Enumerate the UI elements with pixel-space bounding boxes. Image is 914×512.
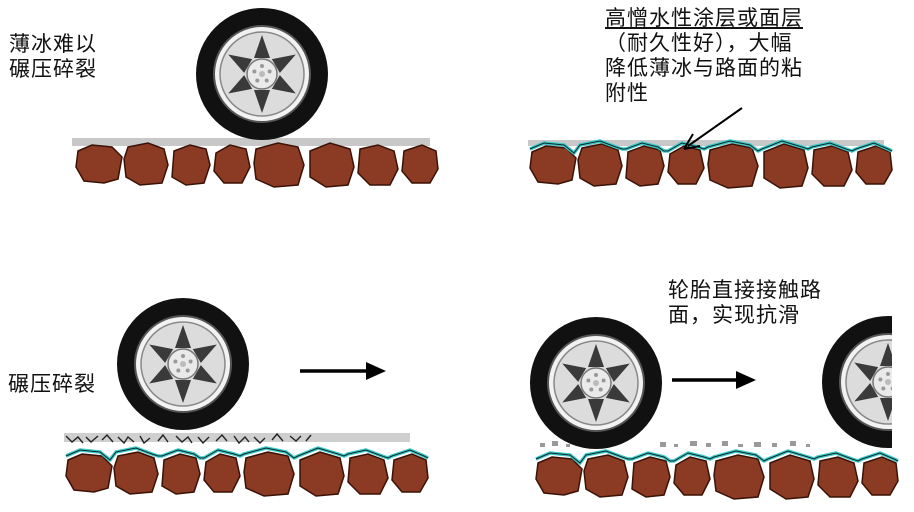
pointer-arrow-icon: [683, 107, 743, 150]
crushed-ice-layer: [64, 433, 410, 442]
panel-top-left: [72, 7, 439, 188]
panel-top-right: [528, 107, 894, 189]
label-coating-description: （耐久性好），大幅 降低薄冰与路面的粘 附性: [605, 31, 803, 105]
label-tire-contact-antiskid: 轮胎直接接触路 面，实现抗滑: [668, 278, 822, 327]
wheel-icon: [529, 316, 663, 450]
ice-crack-marks: [65, 432, 312, 445]
panel-bottom-right: [529, 315, 900, 500]
panel-bottom-left: [64, 297, 430, 497]
thin-ice-layer: [528, 140, 884, 146]
wheel-icon: [116, 297, 250, 431]
pavement-stones: [75, 142, 439, 188]
pavement-stones: [65, 451, 429, 497]
wheel-icon: [195, 7, 329, 141]
label-hydrophobic-coating: 高憎水性涂层或面层 （耐久性好），大幅 降低薄冰与路面的粘 附性: [605, 6, 875, 106]
wheel-partial-icon: [821, 315, 892, 449]
pavement-stones: [535, 454, 899, 500]
pavement-stones: [529, 143, 893, 189]
label-crushed: 碾压碎裂: [8, 372, 96, 396]
motion-arrow-icon: [300, 362, 386, 380]
ice-residue: [540, 441, 810, 447]
thin-ice-layer: [72, 138, 430, 146]
label-coating-title: 高憎水性涂层或面层: [605, 6, 803, 30]
motion-arrow-icon: [672, 371, 756, 389]
label-thin-ice-hard-to-crush: 薄冰难以 碾压碎裂: [9, 32, 97, 81]
